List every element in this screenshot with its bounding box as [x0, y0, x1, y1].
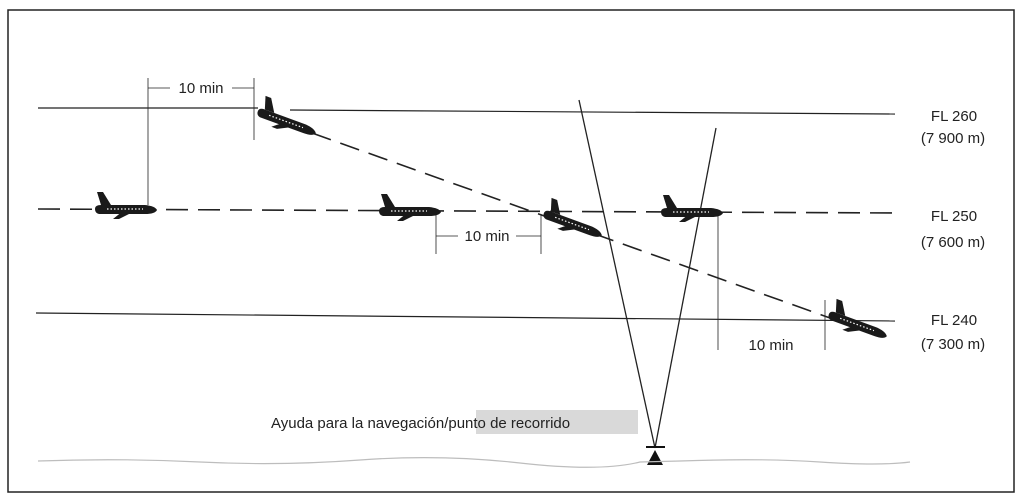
fl260-altitude: (7 900 m)	[921, 130, 985, 147]
aircraft-fl250-right	[660, 194, 724, 223]
navaid-label-highlight	[476, 410, 638, 434]
navaid-cone-right	[654, 127, 717, 449]
fl260-line-right	[289, 109, 896, 115]
fl240-line	[35, 312, 896, 322]
svg-text:Ayuda para la navegación/punto: Ayuda para la navegación/punto de recorr…	[271, 415, 570, 432]
navaid-cone-left	[578, 99, 656, 449]
bottom-interval-label: 10 min	[748, 337, 793, 354]
navaid-label-part2: punto de recorrido	[448, 415, 570, 432]
middle-interval-label: 10 min	[464, 228, 509, 245]
aircraft-descending	[539, 196, 609, 245]
top-interval-label: 10 min	[178, 80, 223, 97]
ground-line	[37, 457, 911, 468]
aircraft-fl260	[253, 94, 323, 143]
fl250-label: FL 250	[931, 208, 977, 225]
aircraft-fl250-center	[378, 193, 442, 222]
fl240-altitude: (7 300 m)	[921, 336, 985, 353]
aircraft-fl240	[824, 297, 894, 346]
fl250-altitude: (7 600 m)	[921, 234, 985, 251]
navaid-label-part1: Ayuda para la navegación/	[271, 415, 449, 432]
fl250-line	[37, 208, 896, 214]
diagram-frame	[7, 9, 1015, 493]
fl240-label: FL 240	[931, 312, 977, 329]
fl260-label: FL 260	[931, 108, 977, 125]
